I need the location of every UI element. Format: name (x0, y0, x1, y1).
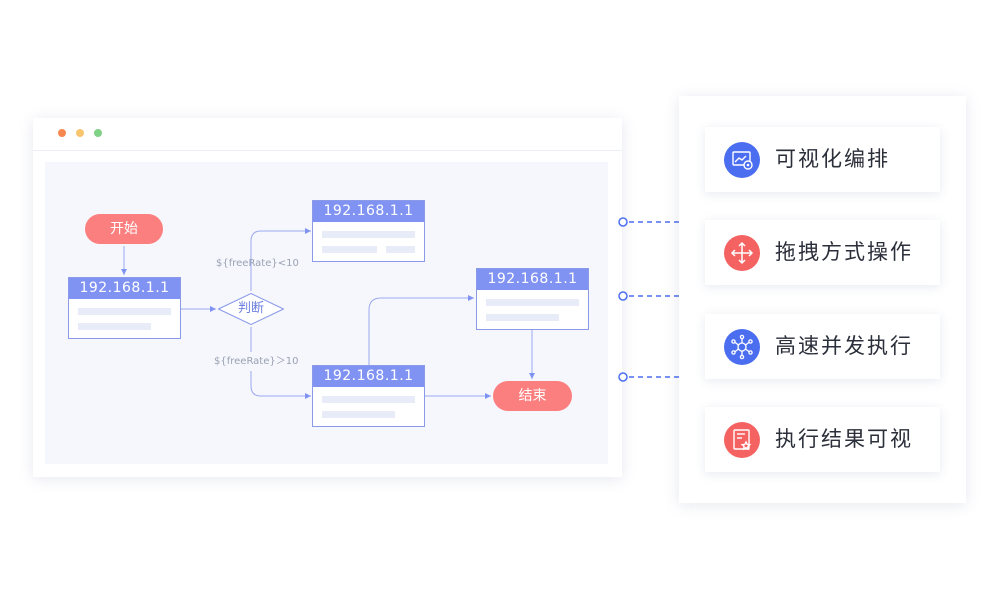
result-document-icon (724, 422, 760, 458)
flow-editor-window: 开始 192.168.1.1 判断 ${freeRate}<10 ${freeR… (33, 118, 622, 477)
decision-node[interactable]: 判断 (218, 293, 284, 325)
connector-start-dot (618, 291, 628, 301)
node-title: 192.168.1.1 (477, 269, 588, 290)
connector-start-dot (618, 217, 628, 227)
node-title: 192.168.1.1 (69, 278, 180, 299)
feature-label: 高速并发执行 (775, 334, 913, 358)
node-placeholder-line (322, 231, 415, 238)
connector-start-dot (618, 372, 628, 382)
condition-high-label: ${freeRate}＞10 (214, 356, 299, 367)
node-placeholder-line (322, 246, 377, 253)
node-placeholder-line (78, 323, 151, 330)
flow-node-top[interactable]: 192.168.1.1 (312, 200, 425, 262)
link-bottom-to-right (368, 295, 474, 365)
node-title: 192.168.1.1 (313, 201, 424, 222)
feature-panel: 可视化编排 拖拽方式操作 (679, 96, 966, 503)
flow-links (121, 228, 535, 464)
feature-card-visual-orchestration[interactable]: 可视化编排 (705, 127, 940, 192)
feature-label: 拖拽方式操作 (775, 240, 913, 264)
window-minimize-dot[interactable] (76, 129, 84, 137)
window-close-dot[interactable] (58, 129, 66, 137)
visual-monitor-icon (724, 142, 760, 178)
decision-label: 判断 (237, 301, 264, 316)
move-arrows-icon (724, 235, 760, 271)
feature-label: 执行结果可视 (775, 427, 913, 451)
feature-card-drag-drop[interactable]: 拖拽方式操作 (705, 220, 940, 285)
end-node[interactable]: 结束 (493, 381, 572, 411)
link-decision-to-top (250, 228, 311, 291)
node-placeholder-line (322, 396, 415, 403)
start-node[interactable]: 开始 (85, 214, 163, 244)
flow-node-right[interactable]: 192.168.1.1 (476, 268, 589, 330)
flow-node-bottom[interactable]: 192.168.1.1 (312, 365, 425, 427)
node-placeholder-line (486, 314, 559, 321)
condition-low-label: ${freeRate}<10 (216, 258, 299, 269)
flow-canvas: 开始 192.168.1.1 判断 ${freeRate}<10 ${freeR… (45, 162, 608, 464)
window-maximize-dot[interactable] (94, 129, 102, 137)
feature-label: 可视化编排 (775, 147, 890, 171)
node-placeholder-line (322, 411, 395, 418)
node-placeholder-line (78, 308, 171, 315)
node-title: 192.168.1.1 (313, 366, 424, 387)
node-placeholder-line (386, 246, 415, 253)
feature-card-concurrent-execution[interactable]: 高速并发执行 (705, 314, 940, 379)
network-hub-icon (724, 329, 760, 365)
node-placeholder-line (486, 299, 579, 306)
feature-card-result-visualization[interactable]: 执行结果可视 (705, 407, 940, 472)
window-titlebar (33, 118, 622, 151)
flow-node-left[interactable]: 192.168.1.1 (68, 277, 181, 339)
link-decision-to-bottom (250, 327, 311, 396)
